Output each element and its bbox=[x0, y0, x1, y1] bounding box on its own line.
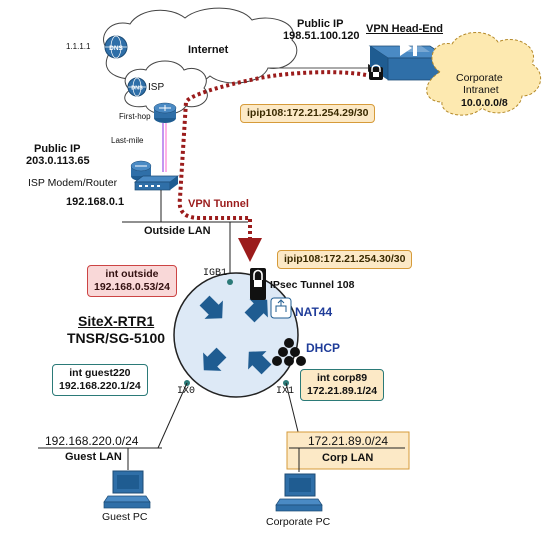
modem-public-ip: 203.0.113.65 bbox=[26, 155, 90, 167]
int-outside-box: int outside 192.168.0.53/24 bbox=[87, 265, 177, 297]
int-corp-box: int corp89 172.21.89.1/24 bbox=[300, 369, 385, 401]
intranet-label-line2: Intranet bbox=[463, 84, 499, 96]
sitex-rtr1-router-icon bbox=[173, 272, 299, 398]
svg-text:DNS: DNS bbox=[109, 45, 123, 52]
corp-lan-box bbox=[286, 431, 410, 470]
int-outside-ip: 192.168.0.53/24 bbox=[94, 281, 170, 293]
dns-ip-label: 1.1.1.1 bbox=[66, 42, 91, 51]
dhcp-label: DHCP bbox=[306, 341, 341, 355]
vpn-tunnel-path bbox=[177, 70, 367, 262]
guest-lan-label: Guest LAN bbox=[65, 451, 122, 463]
int-corp-ip: 172.21.89.1/24 bbox=[307, 385, 378, 397]
corporate-pc-icon bbox=[275, 473, 323, 512]
int-corp-name: int corp89 bbox=[316, 372, 368, 384]
int-guest-ip: 192.168.220.1/24 bbox=[59, 380, 141, 392]
router-tunnel-addr-box: ipip108:172.21.254.30/30 bbox=[277, 250, 413, 269]
internet-label: Internet bbox=[188, 44, 229, 56]
corp-lan-label: Corp LAN bbox=[322, 452, 374, 464]
intranet-label-line1: Corporate bbox=[456, 72, 503, 84]
dhcp-icon bbox=[272, 338, 306, 366]
dns-globe-icon: DNS bbox=[104, 35, 128, 59]
router-name-line2: TNSR/SG-5100 bbox=[67, 330, 166, 346]
outside-lan-label: Outside LAN bbox=[144, 225, 211, 237]
isp-label: ISP bbox=[148, 82, 165, 93]
router-name-line1: SiteX-RTR1 bbox=[78, 313, 155, 329]
isp-cloud bbox=[124, 60, 208, 115]
guest-pc-label: Guest PC bbox=[102, 511, 148, 523]
first-hop-label: First-hop bbox=[119, 112, 151, 121]
last-mile-label: Last-mile bbox=[111, 136, 144, 145]
vpn-tunnel-label: VPN Tunnel bbox=[188, 198, 249, 210]
corp-lan-subnet: 172.21.89.0/24 bbox=[308, 434, 389, 448]
nat44-label: NAT44 bbox=[295, 305, 333, 319]
intranet-subnet: 10.0.0.0/8 bbox=[461, 97, 508, 109]
int-guest-name: int guest220 bbox=[69, 367, 131, 379]
svg-text:DNS: DNS bbox=[131, 86, 143, 92]
isp-dns-globe-icon: DNS bbox=[127, 77, 147, 97]
ipsec-tunnel-label: IPsec Tunnel 108 bbox=[270, 279, 355, 291]
ix0-link bbox=[157, 382, 188, 449]
ipsec-tunnel-lock-icon bbox=[250, 268, 266, 300]
isp-modem-icon bbox=[130, 160, 180, 191]
port-ix0-label: IX0 bbox=[177, 386, 196, 397]
port-ix1-label: IX1 bbox=[276, 386, 295, 397]
modem-name-label: ISP Modem/Router bbox=[28, 177, 118, 189]
int-outside-name: int outside bbox=[105, 268, 159, 280]
first-hop-router-icon bbox=[153, 102, 177, 123]
headend-public-ip-label: Public IP bbox=[297, 18, 344, 30]
headend-public-ip: 198.51.100.120 bbox=[283, 30, 360, 42]
igb1-port bbox=[227, 279, 233, 285]
modem-lan-ip: 192.168.0.1 bbox=[66, 196, 125, 208]
modem-public-ip-label: Public IP bbox=[34, 143, 81, 155]
nat44-icon bbox=[270, 297, 292, 319]
vpn-headend-title: VPN Head-End bbox=[366, 23, 444, 35]
guest-pc-icon bbox=[103, 470, 151, 509]
corp-pc-label: Corporate PC bbox=[266, 516, 331, 528]
int-guest-box: int guest220 192.168.220.1/24 bbox=[52, 364, 148, 396]
corporate-intranet-cloud bbox=[426, 32, 542, 116]
headend-tunnel-addr-box: ipip108:172.21.254.29/30 bbox=[240, 104, 376, 123]
headend-lock-icon bbox=[369, 64, 383, 80]
guest-lan-subnet: 192.168.220.0/24 bbox=[45, 434, 139, 448]
port-igb1-label: IGB1 bbox=[203, 268, 228, 279]
